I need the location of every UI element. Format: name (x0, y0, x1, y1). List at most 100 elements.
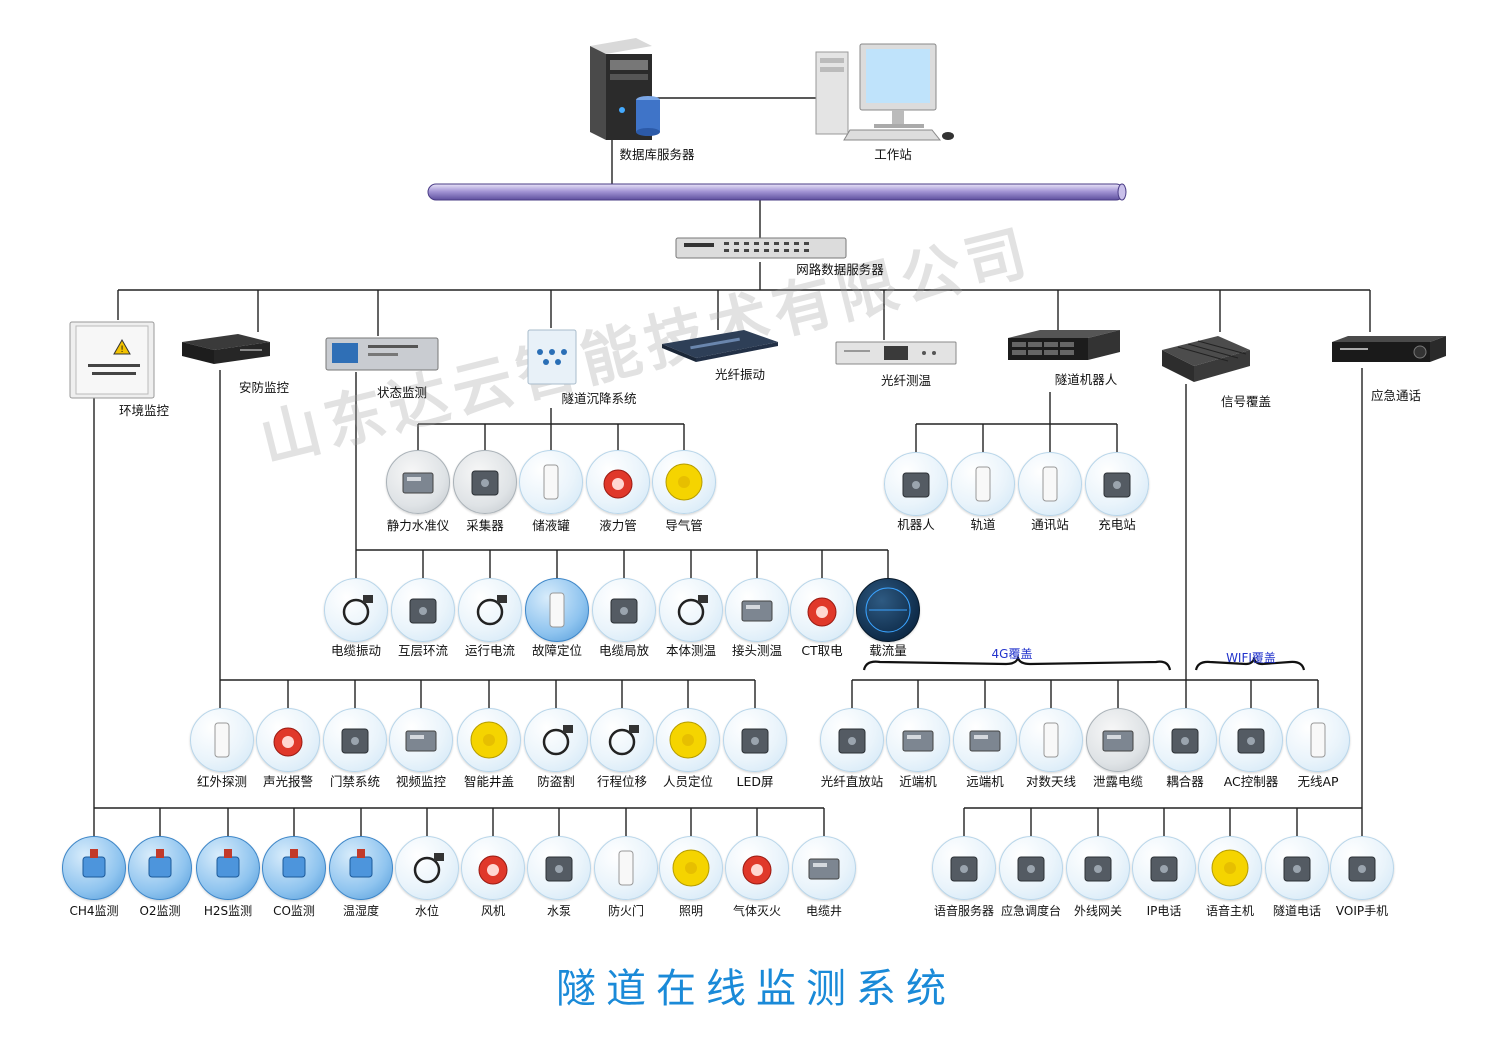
fiber-vibration-unit-icon (660, 328, 780, 364)
environment-device-label: 风机 (480, 904, 506, 918)
robot-device-label: 充电站 (1098, 517, 1136, 532)
ch4-sensor-icon (62, 836, 126, 900)
security-device-label: LED屏 (736, 774, 774, 789)
fiber-temperature-unit-icon (834, 340, 958, 366)
light-icon (659, 836, 723, 900)
infrared-detector-icon (190, 708, 254, 772)
track-icon (951, 452, 1015, 516)
dispatch-console-icon (999, 836, 1063, 900)
security-device-label: 防盗割 (537, 774, 575, 789)
collector-icon (453, 450, 517, 514)
fire-extinguisher-icon (725, 836, 789, 900)
emergency-device-label: 外线网关 (1073, 904, 1123, 918)
partial-discharge-icon (592, 578, 656, 642)
environment-device-label: 水位 (414, 904, 440, 918)
signal-device-label: 泄露电缆 (1092, 774, 1144, 789)
environment-device-label: H2S监测 (203, 904, 253, 918)
cable-well-icon (792, 836, 856, 900)
wireless-ap-icon (1286, 708, 1350, 772)
signal-device-label: 远端机 (966, 774, 1004, 789)
settlement-device-label: 液力管 (599, 518, 637, 533)
security-device-label: 视频监控 (395, 774, 447, 789)
emergency-dvr-icon (1328, 334, 1448, 366)
emergency-device-label: 应急调度台 (1000, 904, 1062, 918)
fan-icon (461, 836, 525, 900)
gateway-icon (1066, 836, 1130, 900)
robot-device-label: 机器人 (897, 517, 935, 532)
circulation-current-icon (391, 578, 455, 642)
subsystem-label-robot: 隧道机器人 (1054, 372, 1118, 387)
charging-station-icon (1085, 452, 1149, 516)
signal-repeater-icon (1158, 332, 1254, 384)
log-antenna-icon (1019, 708, 1083, 772)
svg-text:!: ! (120, 345, 124, 355)
camera-icon (389, 708, 453, 772)
security-device-label: 门禁系统 (329, 774, 381, 789)
ct-power-icon (790, 578, 854, 642)
signal-device-label: 耦合器 (1166, 774, 1204, 789)
subsystem-label-environment: 环境监控 (118, 403, 170, 418)
fiber-repeater-icon (820, 708, 884, 772)
settlement-device-label: 储液罐 (532, 518, 570, 533)
settlement-control-box-icon (526, 328, 578, 386)
coverage-label-wifi: WIFI覆盖 (1226, 651, 1276, 665)
comm-station-icon (1018, 452, 1082, 516)
level-gauge-icon (386, 450, 450, 514)
environment-device-label: 水泵 (546, 904, 572, 918)
network-server-label: 网路数据服务器 (796, 262, 884, 277)
status-device-label: 载流量 (869, 643, 907, 658)
ip-phone-icon (1132, 836, 1196, 900)
alarm-icon (256, 708, 320, 772)
led-screen-icon (723, 708, 787, 772)
co-sensor-icon (262, 836, 326, 900)
manhole-cover-icon (457, 708, 521, 772)
environment-device-label: O2监测 (139, 904, 181, 918)
status-monitor-unit-icon (324, 336, 440, 372)
coverage-label-4g: 4G覆盖 (991, 647, 1033, 661)
o2-sensor-icon (128, 836, 192, 900)
access-control-icon (323, 708, 387, 772)
cable-vibration-icon (324, 578, 388, 642)
security-device-label: 行程位移 (596, 774, 648, 789)
status-device-label: 电缆局放 (598, 643, 650, 658)
settlement-device-label: 静力水准仪 (386, 518, 450, 533)
status-device-label: 电缆振动 (330, 643, 382, 658)
hydraulic-tube-icon (586, 450, 650, 514)
subsystem-label-security: 安防监控 (238, 380, 290, 395)
security-device-label: 人员定位 (662, 774, 714, 789)
robot-device-label: 通讯站 (1031, 517, 1069, 532)
ac-controller-icon (1219, 708, 1283, 772)
status-device-label: CT取电 (801, 643, 843, 658)
environment-cabinet-icon: ! (64, 318, 160, 402)
signal-device-label: 近端机 (899, 774, 937, 789)
environment-device-label: 气体灭火 (732, 904, 782, 918)
subsystem-label-signal: 信号覆盖 (1220, 394, 1272, 409)
emergency-device-label: 语音主机 (1205, 904, 1255, 918)
fault-locator-icon (525, 578, 589, 642)
signal-device-label: 无线AP (1297, 774, 1339, 789)
security-device-label: 智能井盖 (463, 774, 515, 789)
settlement-device-label: 导气管 (665, 518, 703, 533)
liquid-tank-icon (519, 450, 583, 514)
personnel-locator-icon (656, 708, 720, 772)
status-device-label: 本体测温 (665, 643, 717, 658)
voice-server-icon (932, 836, 996, 900)
signal-device-label: 光纤直放站 (820, 774, 884, 789)
subsystem-label-emergency: 应急通话 (1370, 388, 1422, 403)
emergency-device-label: 隧道电话 (1272, 904, 1322, 918)
signal-device-label: AC控制器 (1223, 774, 1279, 789)
subsystem-label-fiber-vibration: 光纤振动 (714, 367, 766, 382)
environment-device-label: 温湿度 (342, 904, 380, 918)
h2s-sensor-icon (196, 836, 260, 900)
tunnel-robot-server-icon (1004, 328, 1122, 364)
status-device-label: 运行电流 (464, 643, 516, 658)
near-end-unit-icon (886, 708, 950, 772)
db-server-label: 数据库服务器 (619, 147, 695, 162)
coupler-icon (1153, 708, 1217, 772)
robot-icon (884, 452, 948, 516)
fire-door-icon (594, 836, 658, 900)
body-temp-icon (659, 578, 723, 642)
workstation-label: 工作站 (874, 147, 912, 162)
subsystem-label-status: 状态监测 (376, 385, 428, 400)
